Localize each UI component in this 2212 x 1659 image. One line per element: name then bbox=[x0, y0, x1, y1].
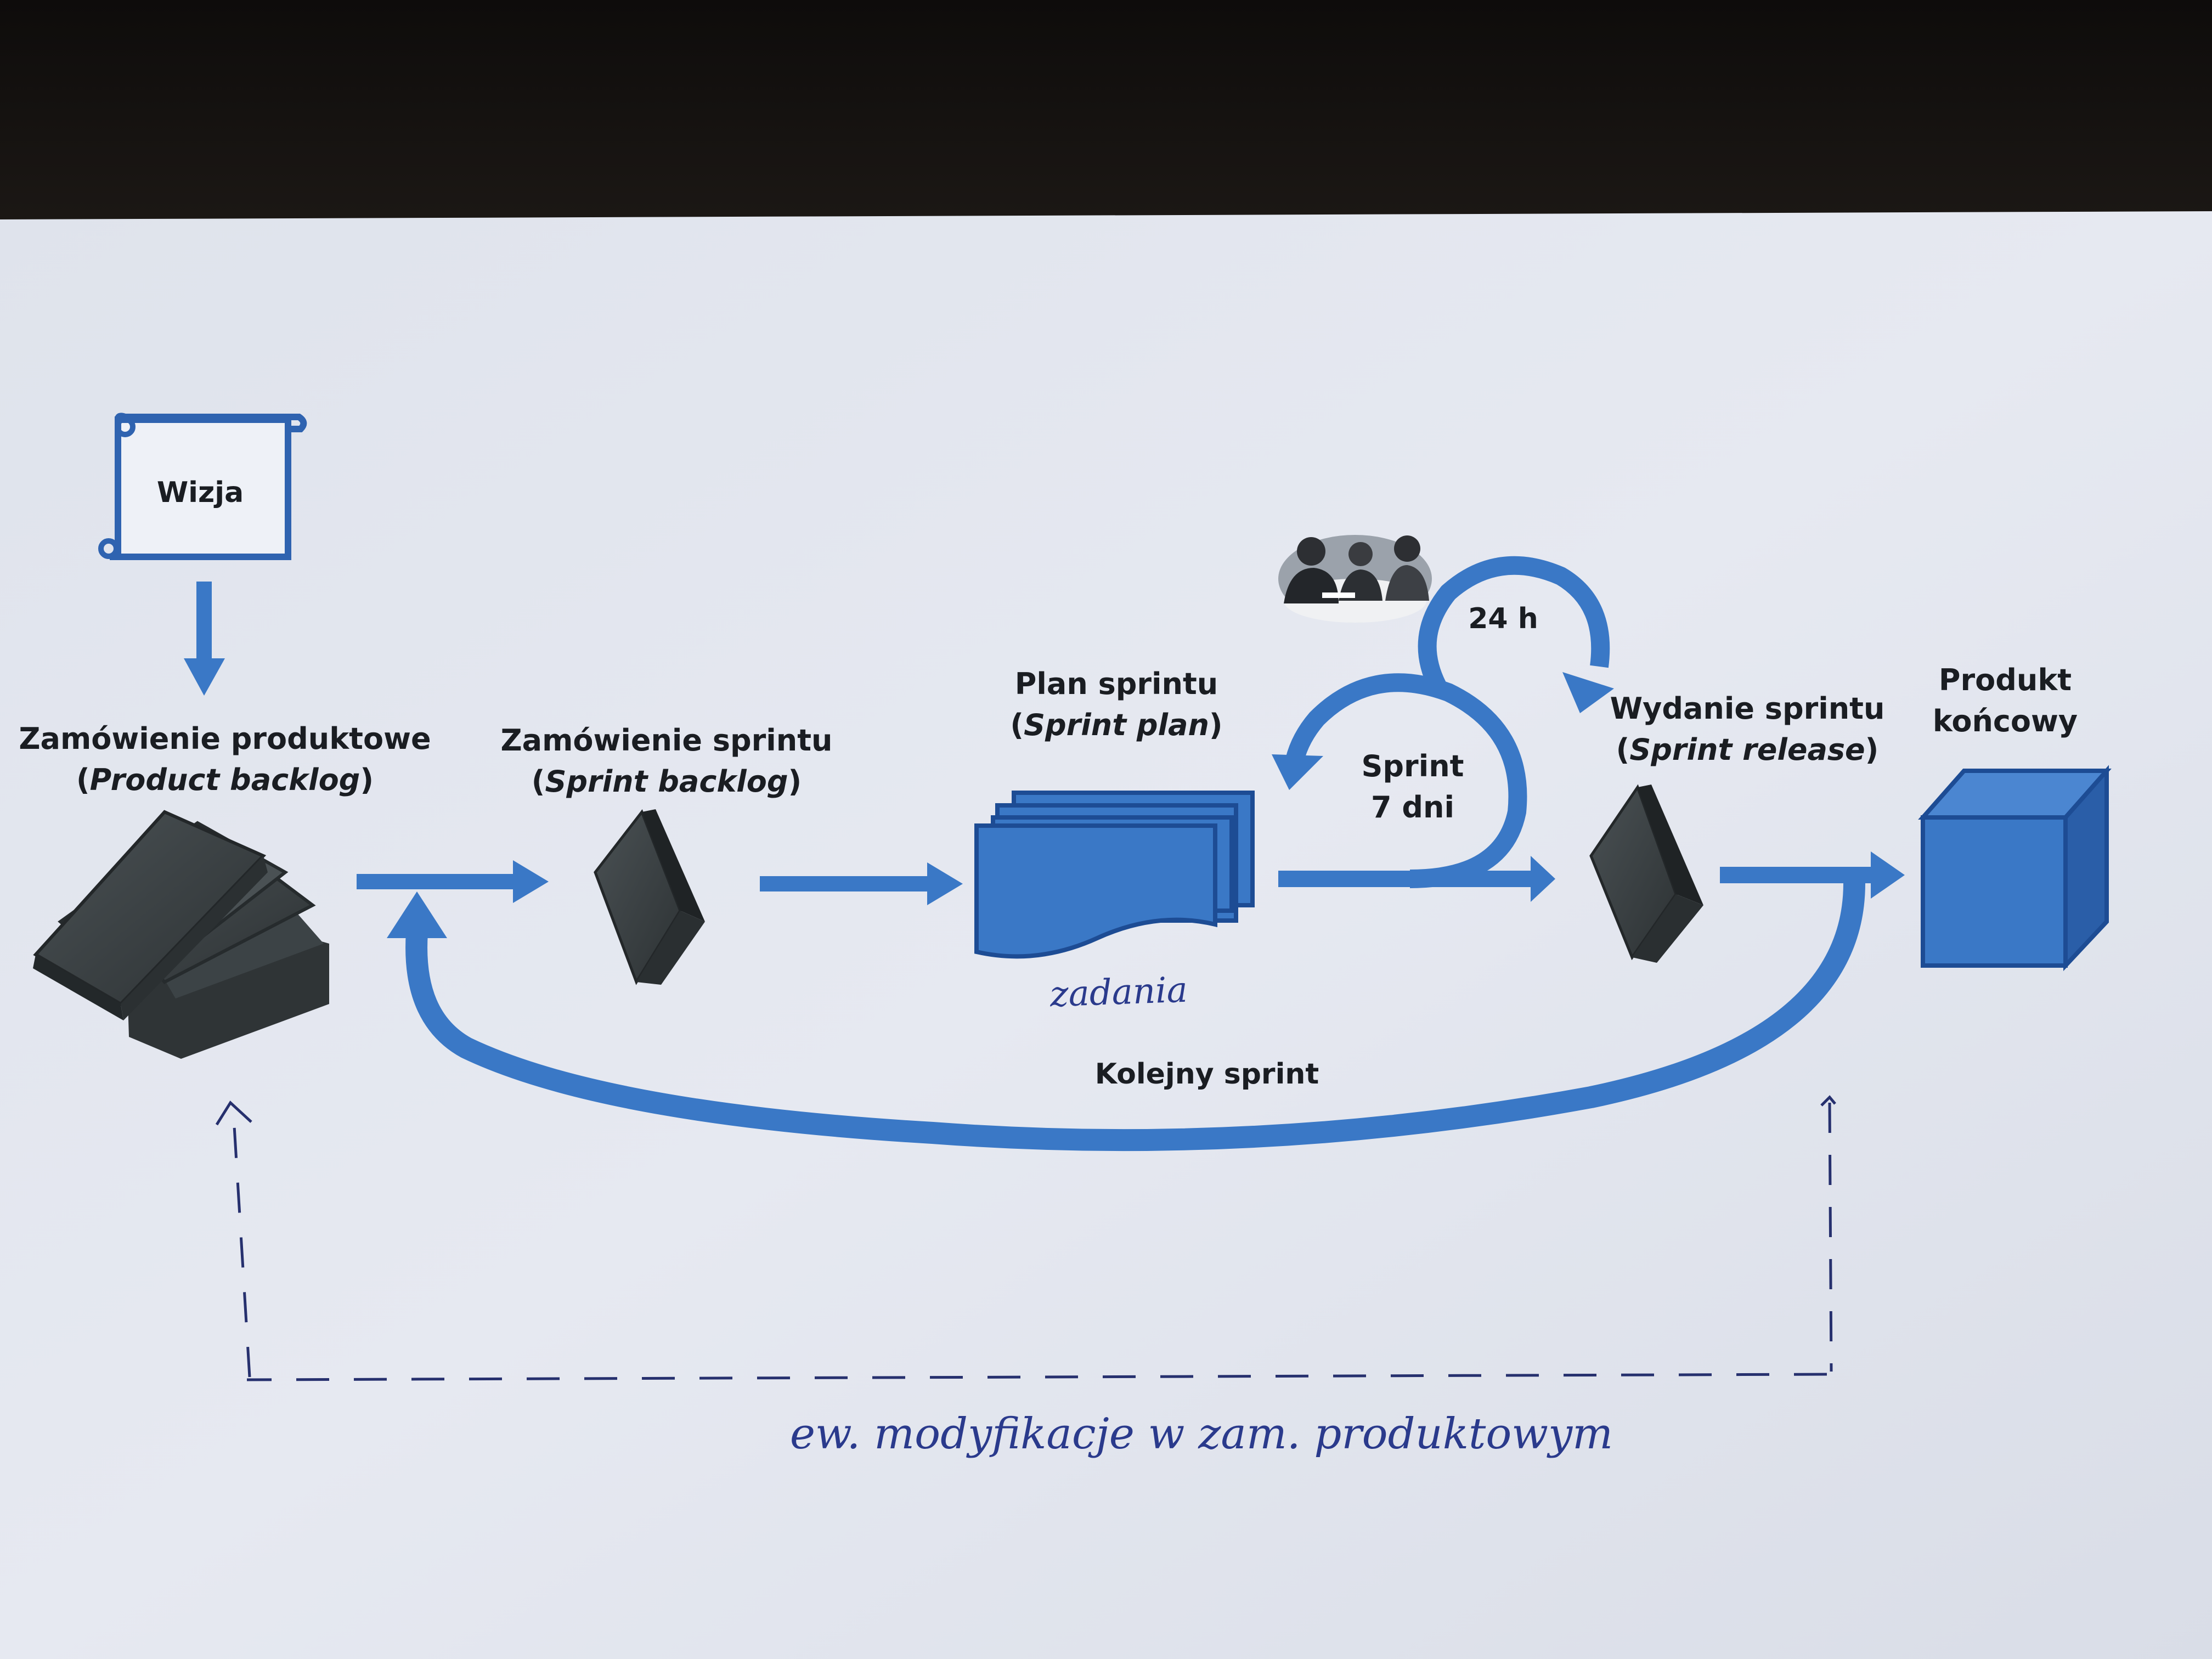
document-stack-icon bbox=[974, 791, 1255, 959]
daily-cycle-arrow bbox=[1418, 556, 1614, 713]
vision-label: Wizja bbox=[157, 476, 244, 509]
arrow-release-to-product bbox=[1720, 851, 1905, 899]
product-backlog-subtitle: (Product backlog) bbox=[76, 763, 374, 797]
sprint-plan-title: Plan sprintu bbox=[1015, 667, 1218, 701]
sprint-cycle-line1: Sprint bbox=[1362, 749, 1464, 783]
arrow-backlog-to-sprint-backlog bbox=[357, 860, 549, 903]
arrow-sprint-backlog-to-plan bbox=[760, 862, 963, 905]
next-sprint-label: Kolejny sprint bbox=[1095, 1058, 1319, 1091]
scroll-icon bbox=[98, 413, 307, 560]
book-icon bbox=[1589, 784, 1703, 963]
feedback-dashed-arrow bbox=[215, 1095, 1836, 1381]
book-icon bbox=[594, 809, 705, 985]
feedback-note: ew. modyfikacje w zam. produktowym bbox=[790, 1409, 1613, 1459]
sprint-cycle-line2: 7 dni bbox=[1371, 790, 1454, 825]
sprint-plan-subtitle: (Sprint plan) bbox=[1010, 708, 1222, 742]
table-surface bbox=[0, 0, 2212, 230]
cube-icon bbox=[1918, 765, 2112, 972]
sprint-backlog-subtitle: (Sprint backlog) bbox=[532, 764, 802, 799]
stacked-books-icon bbox=[33, 810, 329, 1059]
final-product-line1: Produkt bbox=[1939, 663, 2072, 697]
product-backlog-title: Zamówienie produktowe bbox=[19, 721, 431, 756]
sprint-backlog-title: Zamówienie sprintu bbox=[501, 723, 833, 758]
final-product-line2: końcowy bbox=[1933, 704, 2078, 738]
daily-cycle-label: 24 h bbox=[1468, 602, 1538, 635]
next-sprint-arrow bbox=[387, 883, 1865, 1152]
sprint-cycle-arrow bbox=[1272, 673, 1555, 902]
sprint-plan-handwritten-note: zadania bbox=[1049, 970, 1188, 1015]
sprint-release-title: Wydanie sprintu bbox=[1610, 691, 1885, 726]
arrow-vision-to-backlog bbox=[184, 582, 225, 696]
meeting-people-icon bbox=[1278, 535, 1432, 623]
sprint-release-subtitle: (Sprint release) bbox=[1616, 732, 1879, 767]
